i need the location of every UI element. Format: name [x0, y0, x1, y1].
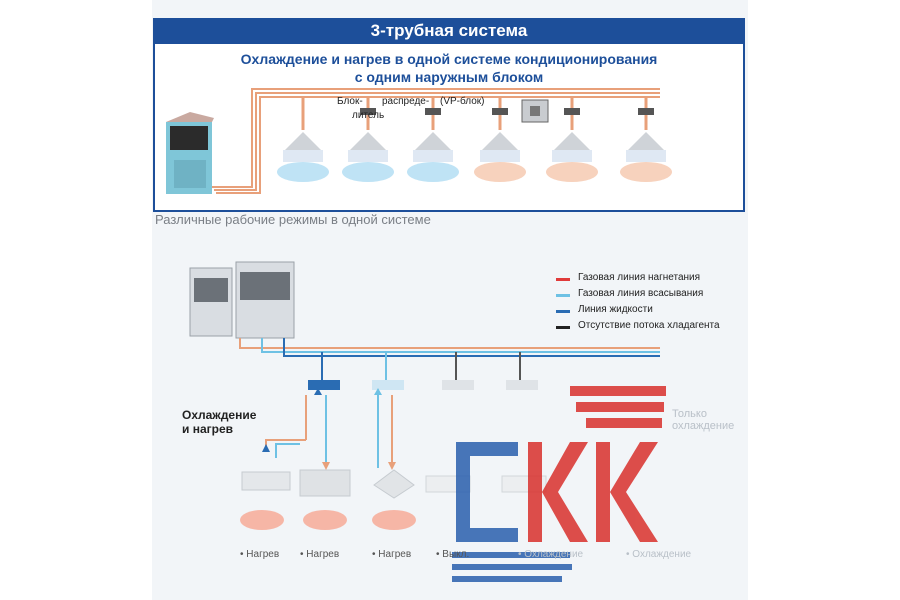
indoor-unit-icon — [407, 97, 459, 182]
subtitle-line-2: с одним наружным блоком — [354, 69, 544, 85]
unit-mode-label: • Нагрев — [300, 549, 340, 560]
bk-label-2: распреде- — [382, 96, 430, 107]
box-header: 3-трубная система — [153, 18, 745, 44]
indoor-unit-icon — [342, 97, 394, 182]
mode-label-line-2: охлаждение — [672, 420, 735, 432]
unit-mode-label: • Выкл. — [436, 549, 470, 560]
unit-mode-label: • Охлаждение — [518, 549, 584, 560]
legend-swatch-black — [556, 326, 570, 329]
indoor-unit-icon — [277, 97, 329, 182]
legend-label: Отсутствие потока хладагента — [578, 320, 720, 331]
distributor-boxes — [308, 380, 538, 390]
unit-mode-label: • Нагрев — [240, 549, 280, 560]
mode-label-line-2: и нагрев — [182, 422, 234, 436]
box-subtitle: Охлаждение и нагрев в одной системе конд… — [153, 50, 745, 86]
bottom-pipes — [239, 338, 660, 468]
indoor-unit-icon — [620, 97, 672, 182]
top-indoor-units — [277, 97, 672, 182]
mode-label-cool-heat: Охлаждение и нагрев — [182, 408, 256, 436]
bk-label-4: (VP-блок) — [440, 96, 485, 107]
subtitle-line-1: Охлаждение и нагрев в одной системе конд… — [240, 51, 658, 67]
top-pipes — [212, 88, 660, 194]
bottom-indoor-units — [240, 469, 547, 530]
skk-watermark-logo — [452, 386, 666, 582]
legend-label: Газовая линия всасывания — [578, 288, 704, 299]
mode-label-cool-only: Только охлаждение — [672, 408, 734, 432]
legend-swatch-red — [556, 278, 570, 281]
indoor-unit-icon — [546, 97, 598, 182]
legend-swatch-light-blue — [556, 294, 570, 297]
flow-arrows — [262, 388, 396, 470]
mode-label-line-1: Только — [672, 408, 707, 420]
bk-label-1: Блок- — [337, 96, 363, 107]
mode-label-line-1: Охлаждение — [182, 408, 257, 422]
vp-block-icon — [521, 99, 549, 123]
top-outdoor-unit-icon — [166, 112, 214, 194]
unit-mode-label: • Охлаждение — [626, 549, 692, 560]
legend-swatch-blue — [556, 310, 570, 313]
indoor-unit-icon — [474, 97, 526, 182]
bk-label-3: литель — [352, 110, 385, 121]
unit-mode-label: • Нагрев — [372, 549, 412, 560]
legend-label: Линия жидкости — [578, 304, 653, 315]
legend-label: Газовая линия нагнетания — [578, 272, 701, 283]
bottom-outdoor-units-icon — [189, 261, 295, 339]
caption-text: Различные рабочие режимы в одной системе — [155, 212, 431, 227]
